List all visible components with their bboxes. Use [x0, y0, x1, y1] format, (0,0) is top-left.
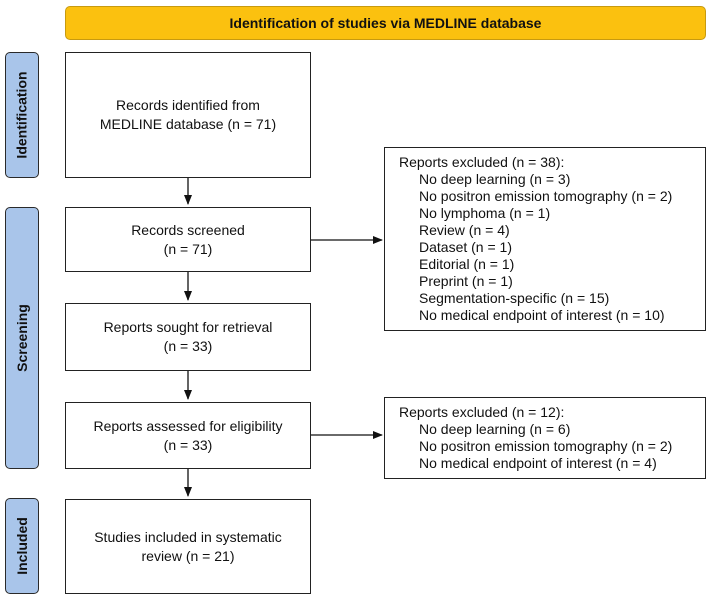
excluded-eligibility-title: Reports excluded (n = 12):: [399, 404, 565, 420]
box-studies-included-line2: review (n = 21): [141, 547, 235, 564]
phase-identification: Identification: [5, 52, 39, 178]
box-reports-assessed-line1: Reports assessed for eligibility: [93, 417, 283, 434]
banner-title: Identification of studies via MEDLINE da…: [229, 15, 542, 31]
box-excluded-eligibility: Reports excluded (n = 12): No deep learn…: [384, 397, 706, 479]
box-records-screened-line2: (n = 71): [163, 240, 213, 257]
box-records-screened-line1: Records screened: [131, 221, 245, 238]
excluded-screening-item: No positron emission tomography (n = 2): [419, 188, 673, 204]
box-studies-included: Studies included in systematic review (n…: [65, 499, 311, 594]
diagram-banner: Identification of studies via MEDLINE da…: [65, 6, 706, 40]
box-studies-included-line1: Studies included in systematic: [94, 528, 282, 545]
excluded-screening-item: No medical endpoint of interest (n = 10): [419, 307, 665, 323]
excluded-screening-item: Preprint (n = 1): [419, 273, 513, 289]
excluded-screening-title: Reports excluded (n = 38):: [399, 154, 565, 170]
box-records-identified: Records identified from MEDLINE database…: [65, 52, 311, 178]
box-records-identified-line1: Records identified from: [116, 97, 260, 113]
excluded-screening-item: Segmentation-specific (n = 15): [419, 290, 610, 306]
excluded-screening-item: Review (n = 4): [419, 222, 510, 238]
phase-included: Included: [5, 498, 39, 594]
box-excluded-screening: Reports excluded (n = 38): No deep learn…: [384, 147, 706, 331]
excluded-eligibility-item: No deep learning (n = 6): [419, 421, 571, 437]
excluded-screening-item: No lymphoma (n = 1): [419, 205, 551, 221]
box-reports-sought: Reports sought for retrieval (n = 33): [65, 303, 311, 371]
excluded-screening-item: Dataset (n = 1): [419, 239, 512, 255]
excluded-eligibility-item: No medical endpoint of interest (n = 4): [419, 455, 657, 471]
excluded-eligibility-item: No positron emission tomography (n = 2): [419, 438, 673, 454]
box-reports-assessed: Reports assessed for eligibility (n = 33…: [65, 402, 311, 469]
box-reports-sought-line2: (n = 33): [163, 338, 213, 354]
box-records-screened: Records screened (n = 71): [65, 207, 311, 272]
box-reports-sought-line1: Reports sought for retrieval: [103, 319, 273, 335]
phase-screening: Screening: [5, 207, 39, 469]
excluded-screening-item: No deep learning (n = 3): [419, 171, 571, 187]
box-records-identified-line2: MEDLINE database (n = 71): [99, 116, 277, 132]
excluded-screening-item: Editorial (n = 1): [419, 256, 515, 272]
box-reports-assessed-line2: (n = 33): [163, 436, 213, 453]
